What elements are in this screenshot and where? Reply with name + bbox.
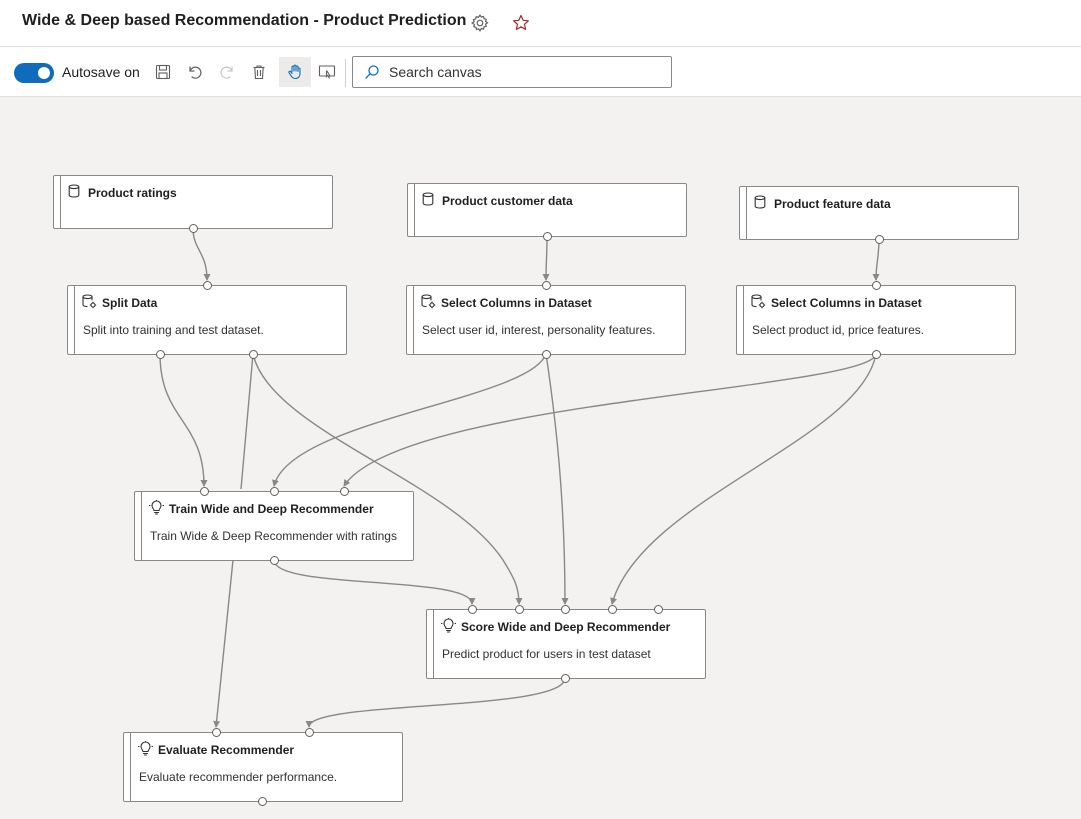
toolbar-divider xyxy=(345,59,346,87)
output-port[interactable] xyxy=(542,350,551,359)
edge-select-products-to-score xyxy=(610,353,877,605)
input-port[interactable] xyxy=(872,281,881,290)
output-port[interactable] xyxy=(561,674,570,683)
node-description: Predict product for users in test datase… xyxy=(442,647,651,661)
edge-train-to-score xyxy=(273,559,476,605)
node-score-recommender[interactable]: Score Wide and Deep Recommender Predict … xyxy=(426,609,706,679)
node-train-recommender[interactable]: Train Wide and Deep Recommender Train Wi… xyxy=(134,491,414,561)
gear-icon[interactable] xyxy=(470,13,490,33)
input-port[interactable] xyxy=(515,605,524,614)
output-port[interactable] xyxy=(875,235,884,244)
redo-icon[interactable] xyxy=(211,57,243,87)
output-port[interactable] xyxy=(189,224,198,233)
node-title: Split Data xyxy=(102,296,158,310)
delete-icon[interactable] xyxy=(243,57,275,87)
search-box[interactable] xyxy=(352,56,672,88)
input-port[interactable] xyxy=(608,605,617,614)
search-icon xyxy=(364,64,380,85)
edge-ratings-to-split xyxy=(192,227,211,281)
title-bar: Wide & Deep based Recommendation - Produ… xyxy=(0,0,1081,47)
edge-split-to-train xyxy=(159,353,208,487)
edge-split-to-score xyxy=(252,353,523,605)
output-port[interactable] xyxy=(543,232,552,241)
node-split-data[interactable]: Split Data Split into training and test … xyxy=(67,285,347,355)
node-select-columns-products[interactable]: Select Columns in Dataset Select product… xyxy=(736,285,1016,355)
search-input[interactable] xyxy=(389,63,659,81)
node-title: Select Columns in Dataset xyxy=(771,296,922,310)
dataset-icon xyxy=(68,184,82,200)
star-icon[interactable] xyxy=(511,13,531,33)
autosave-toggle[interactable] xyxy=(14,63,54,83)
dataset-icon xyxy=(422,192,436,208)
node-description: Select product id, price features. xyxy=(752,323,925,337)
node-product-customer-data[interactable]: Product customer data xyxy=(407,183,687,237)
output-port[interactable] xyxy=(270,556,279,565)
node-title: Train Wide and Deep Recommender xyxy=(169,502,374,516)
toggle-knob xyxy=(38,67,50,79)
input-port[interactable] xyxy=(212,728,221,737)
pipeline-title: Wide & Deep based Recommendation - Produ… xyxy=(22,12,467,29)
node-title: Evaluate Recommender xyxy=(158,743,295,757)
node-product-ratings[interactable]: Product ratings xyxy=(53,175,333,229)
node-title: Score Wide and Deep Recommender xyxy=(461,620,671,634)
input-port[interactable] xyxy=(270,487,279,496)
input-port[interactable] xyxy=(561,605,570,614)
node-select-columns-users[interactable]: Select Columns in Dataset Select user id… xyxy=(406,285,686,355)
output-port[interactable] xyxy=(872,350,881,359)
lightbulb-icon xyxy=(148,499,165,516)
node-title: Product feature data xyxy=(774,197,891,211)
edge-select-users-to-score xyxy=(545,353,569,605)
undo-icon[interactable] xyxy=(179,57,211,87)
input-port[interactable] xyxy=(542,281,551,290)
edge-customer-to-select-users xyxy=(542,235,550,281)
lightbulb-icon xyxy=(440,617,457,634)
node-title: Product customer data xyxy=(442,194,573,208)
module-icon xyxy=(82,294,97,310)
autosave-label: Autosave on xyxy=(62,64,140,80)
save-icon[interactable] xyxy=(147,57,179,87)
input-port[interactable] xyxy=(654,605,663,614)
lightbulb-icon xyxy=(137,740,154,757)
input-port[interactable] xyxy=(468,605,477,614)
node-description: Evaluate recommender performance. xyxy=(139,770,338,784)
output-port[interactable] xyxy=(156,350,165,359)
edge-select-products-to-train xyxy=(343,353,877,487)
node-description: Train Wide & Deep Recommender with ratin… xyxy=(150,529,397,543)
pan-hand-icon[interactable] xyxy=(279,57,311,87)
output-port[interactable] xyxy=(258,797,267,806)
node-description: Split into training and test dataset. xyxy=(83,323,264,337)
module-icon xyxy=(421,294,436,310)
dataset-icon xyxy=(754,195,768,211)
node-description: Select user id, interest, personality fe… xyxy=(422,323,656,337)
input-port[interactable] xyxy=(203,281,212,290)
node-evaluate-recommender[interactable]: Evaluate Recommender Evaluate recommende… xyxy=(123,732,403,802)
presentation-icon[interactable] xyxy=(311,57,343,87)
edge-select-users-to-train xyxy=(272,353,547,487)
input-port[interactable] xyxy=(305,728,314,737)
input-port[interactable] xyxy=(200,487,209,496)
node-product-feature-data[interactable]: Product feature data xyxy=(739,186,1019,240)
module-icon xyxy=(751,294,766,310)
edge-feature-to-select-products xyxy=(872,238,880,281)
input-port[interactable] xyxy=(340,487,349,496)
toolbar: Autosave on xyxy=(0,47,1081,97)
edge-score-to-evaluate xyxy=(305,677,566,728)
output-port[interactable] xyxy=(249,350,258,359)
node-title: Product ratings xyxy=(88,186,177,200)
node-title: Select Columns in Dataset xyxy=(441,296,592,310)
